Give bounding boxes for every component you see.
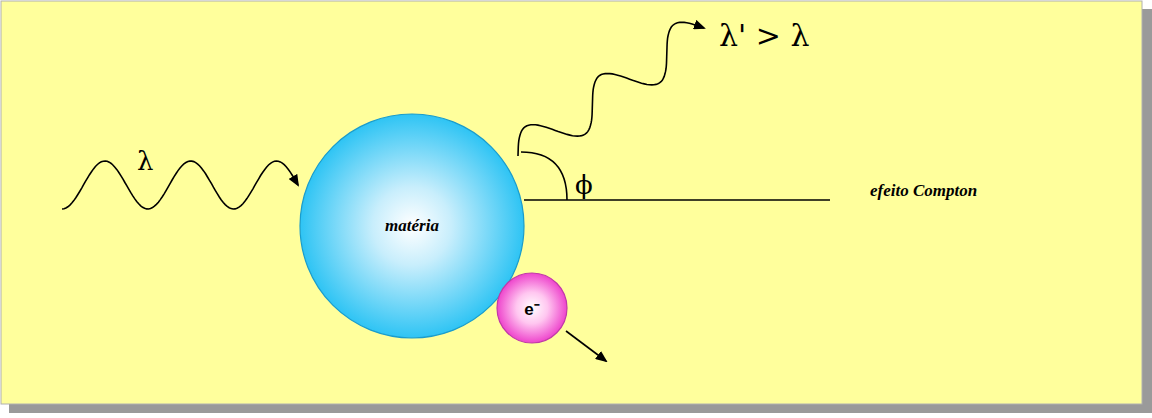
electron-circle: e⁻ <box>496 272 568 344</box>
wavelength-label: λ <box>137 146 153 176</box>
node-text: e⁻ <box>524 297 539 320</box>
angle-arc <box>521 152 567 200</box>
reference-line <box>524 199 830 201</box>
incident-photon-wave <box>62 161 298 209</box>
panel <box>1 1 1142 404</box>
scattered-wavelength-label: λ' > λ <box>719 18 809 53</box>
matter-circle: matéria <box>299 113 525 339</box>
scattered-photon-wave <box>518 22 704 156</box>
effect-name: efeito Compton <box>870 181 977 201</box>
node-text: matéria <box>385 216 439 236</box>
angle-label: ϕ <box>575 170 593 200</box>
electron-arrow <box>566 331 606 361</box>
